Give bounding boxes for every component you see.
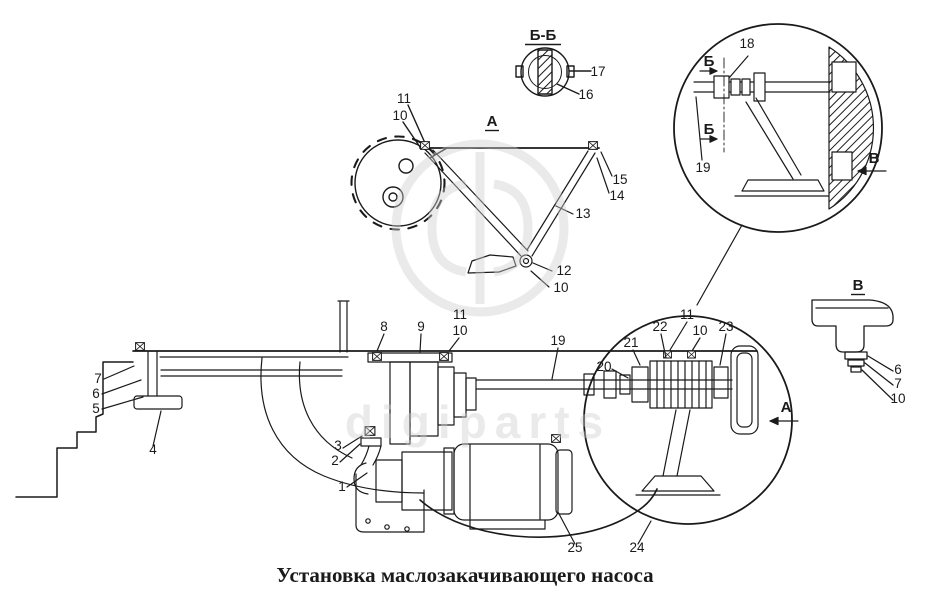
detail-circle-top-drawing	[673, 23, 887, 306]
callout-6-11: 6	[894, 362, 902, 377]
callout-3-29: 3	[334, 438, 342, 453]
callout-1-31: 1	[338, 479, 346, 494]
callout-2-30: 2	[331, 453, 339, 468]
callout-6-15: 6	[92, 386, 100, 401]
watermark-logo-icon	[391, 139, 569, 317]
view-label-view-a-top: А	[487, 113, 498, 130]
watermark: digiparts	[345, 139, 611, 448]
callout-24-33: 24	[629, 540, 645, 555]
callout-7-12: 7	[894, 376, 902, 391]
view-label-arrow-a: А	[781, 399, 792, 416]
callout-13-6: 13	[575, 206, 590, 221]
callout-20-23: 20	[596, 359, 611, 374]
scalloped-cover-drawing	[350, 104, 448, 231]
view-v-part-drawing	[811, 299, 894, 401]
callout-11-2: 11	[397, 91, 411, 106]
callout-4-17: 4	[149, 442, 157, 457]
callout-17-0: 17	[590, 64, 605, 79]
view-label-layer: Б-Б А В Б Б В А	[485, 27, 880, 416]
callout-19-10: 19	[695, 160, 710, 175]
main-machine-drawing	[15, 300, 799, 545]
callout-15-4: 15	[612, 172, 627, 187]
callout-23-28: 23	[718, 319, 733, 334]
view-label-arrow-b-bot: Б	[704, 121, 715, 138]
callout-12-7: 12	[556, 263, 571, 278]
callout-16-1: 16	[578, 87, 593, 102]
callout-10-3: 10	[392, 108, 407, 123]
callout-10-13: 10	[890, 391, 905, 406]
view-label-view-v: В	[853, 277, 864, 294]
callout-21-24: 21	[623, 335, 638, 350]
section-arrow-b-top-icon	[709, 67, 718, 75]
section-bb-drawing	[515, 47, 592, 97]
callout-9-19: 9	[417, 319, 425, 334]
view-label-arrow-v: В	[869, 150, 880, 167]
diagram-title: Установка маслозакачивающего насоса	[276, 563, 654, 587]
view-arrow-v-icon	[857, 166, 867, 176]
sling-triangle-drawing	[419, 141, 613, 288]
callout-10-8: 10	[553, 280, 568, 295]
callout-22-25: 22	[652, 319, 667, 334]
callout-25-32: 25	[567, 540, 582, 555]
callout-11-26: 11	[680, 307, 694, 322]
callout-18-9: 18	[739, 36, 754, 51]
view-label-section-bb: Б-Б	[530, 27, 557, 44]
callout-14-5: 14	[609, 188, 625, 203]
callout-11-20: 11	[453, 307, 467, 322]
callout-5-16: 5	[92, 401, 100, 416]
section-arrow-b-bottom-icon	[709, 135, 718, 143]
callout-8-18: 8	[380, 319, 388, 334]
callout-19-22: 19	[550, 333, 565, 348]
callout-10-27: 10	[692, 323, 707, 338]
view-label-arrow-b-top: Б	[704, 53, 715, 70]
watermark-text: digiparts	[345, 396, 611, 448]
callout-10-21: 10	[452, 323, 467, 338]
view-arrow-a-icon	[769, 416, 779, 426]
callout-7-14: 7	[94, 371, 102, 386]
